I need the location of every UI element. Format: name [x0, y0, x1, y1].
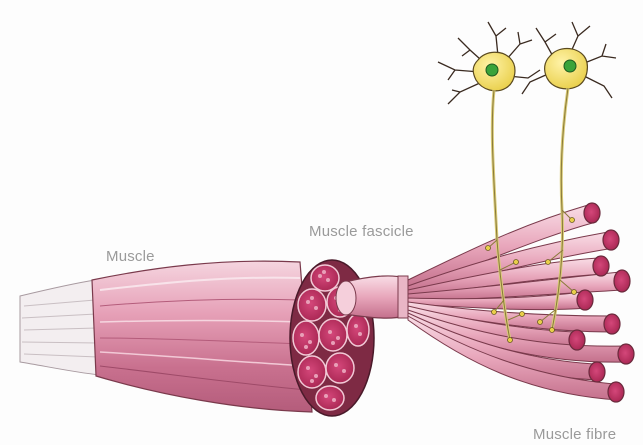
dendrites	[438, 22, 616, 104]
label-muscle: Muscle	[106, 248, 155, 265]
muscle-fascicle	[336, 276, 408, 318]
tendon	[20, 280, 100, 375]
label-muscle-fascicle: Muscle fascicle	[309, 223, 414, 240]
label-muscle-fibre: Muscle fibre	[533, 426, 616, 443]
neuron-cell-bodies	[473, 49, 587, 91]
muscle-body	[92, 261, 312, 412]
